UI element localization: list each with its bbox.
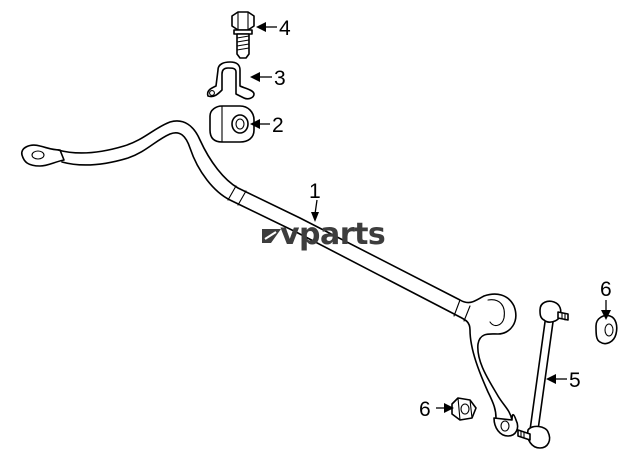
stabilizer-link xyxy=(517,300,569,449)
bushing xyxy=(209,105,255,143)
stabilizer-bar xyxy=(20,120,519,437)
leader-6-right xyxy=(601,300,611,320)
leader-6-lower xyxy=(436,403,454,413)
callout-1: 1 xyxy=(309,180,321,203)
callout-3: 3 xyxy=(274,67,286,90)
nut-right xyxy=(595,314,618,345)
callout-2: 2 xyxy=(272,114,284,137)
watermark: vparts xyxy=(262,217,386,252)
leader-4 xyxy=(256,22,277,32)
watermark-text: vparts xyxy=(280,217,385,252)
leader-2 xyxy=(250,119,270,129)
bolt xyxy=(231,11,255,59)
callout-6-right: 6 xyxy=(600,278,612,301)
nut-lower xyxy=(451,397,477,421)
callout-5: 5 xyxy=(569,369,581,392)
callout-6-lower: 6 xyxy=(419,398,431,421)
leader-1 xyxy=(311,199,319,222)
callout-4: 4 xyxy=(279,17,291,40)
leader-5 xyxy=(546,374,567,384)
leader-3 xyxy=(250,72,272,82)
bracket xyxy=(206,61,255,100)
